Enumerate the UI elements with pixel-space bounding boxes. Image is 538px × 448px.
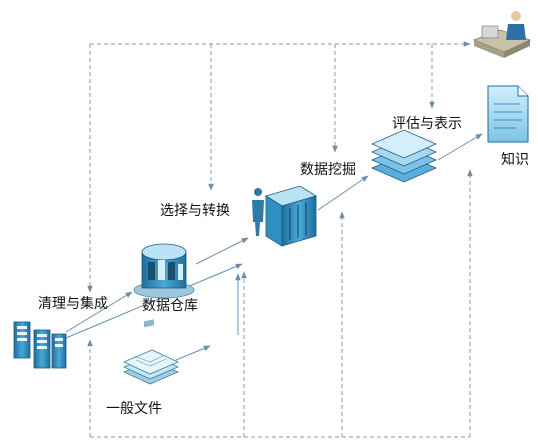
label-evaluate-present: 评估与表示 xyxy=(392,116,462,132)
data-warehouse-icon xyxy=(133,243,195,299)
label-data-warehouse: 数据仓库 xyxy=(142,298,198,314)
label-select-transform: 选择与转换 xyxy=(160,203,230,219)
knowledge-document-icon xyxy=(487,85,529,143)
label-clean-integrate: 清理与集成 xyxy=(38,296,108,312)
arrow-db-to-server xyxy=(65,263,243,339)
arrow-server-to-mining xyxy=(317,175,369,211)
layered-data-icon xyxy=(371,129,437,183)
arrow-db-to-warehouse xyxy=(65,291,133,333)
feedback-loops xyxy=(87,41,473,438)
label-knowledge: 知识 xyxy=(501,152,529,168)
label-data-mining: 数据挖掘 xyxy=(300,162,356,178)
label-general-files: 一般文件 xyxy=(106,401,162,417)
arrow-mining-to-knowledge xyxy=(437,133,483,161)
arrow-warehouse-to-server xyxy=(195,237,249,265)
flow-arrows xyxy=(65,133,483,361)
document-stack-icon xyxy=(123,319,179,385)
server-rack-icon xyxy=(252,185,317,247)
user-at-desk-icon xyxy=(472,11,532,58)
database-server-icon xyxy=(13,321,67,369)
arrow-files-out xyxy=(175,345,211,361)
